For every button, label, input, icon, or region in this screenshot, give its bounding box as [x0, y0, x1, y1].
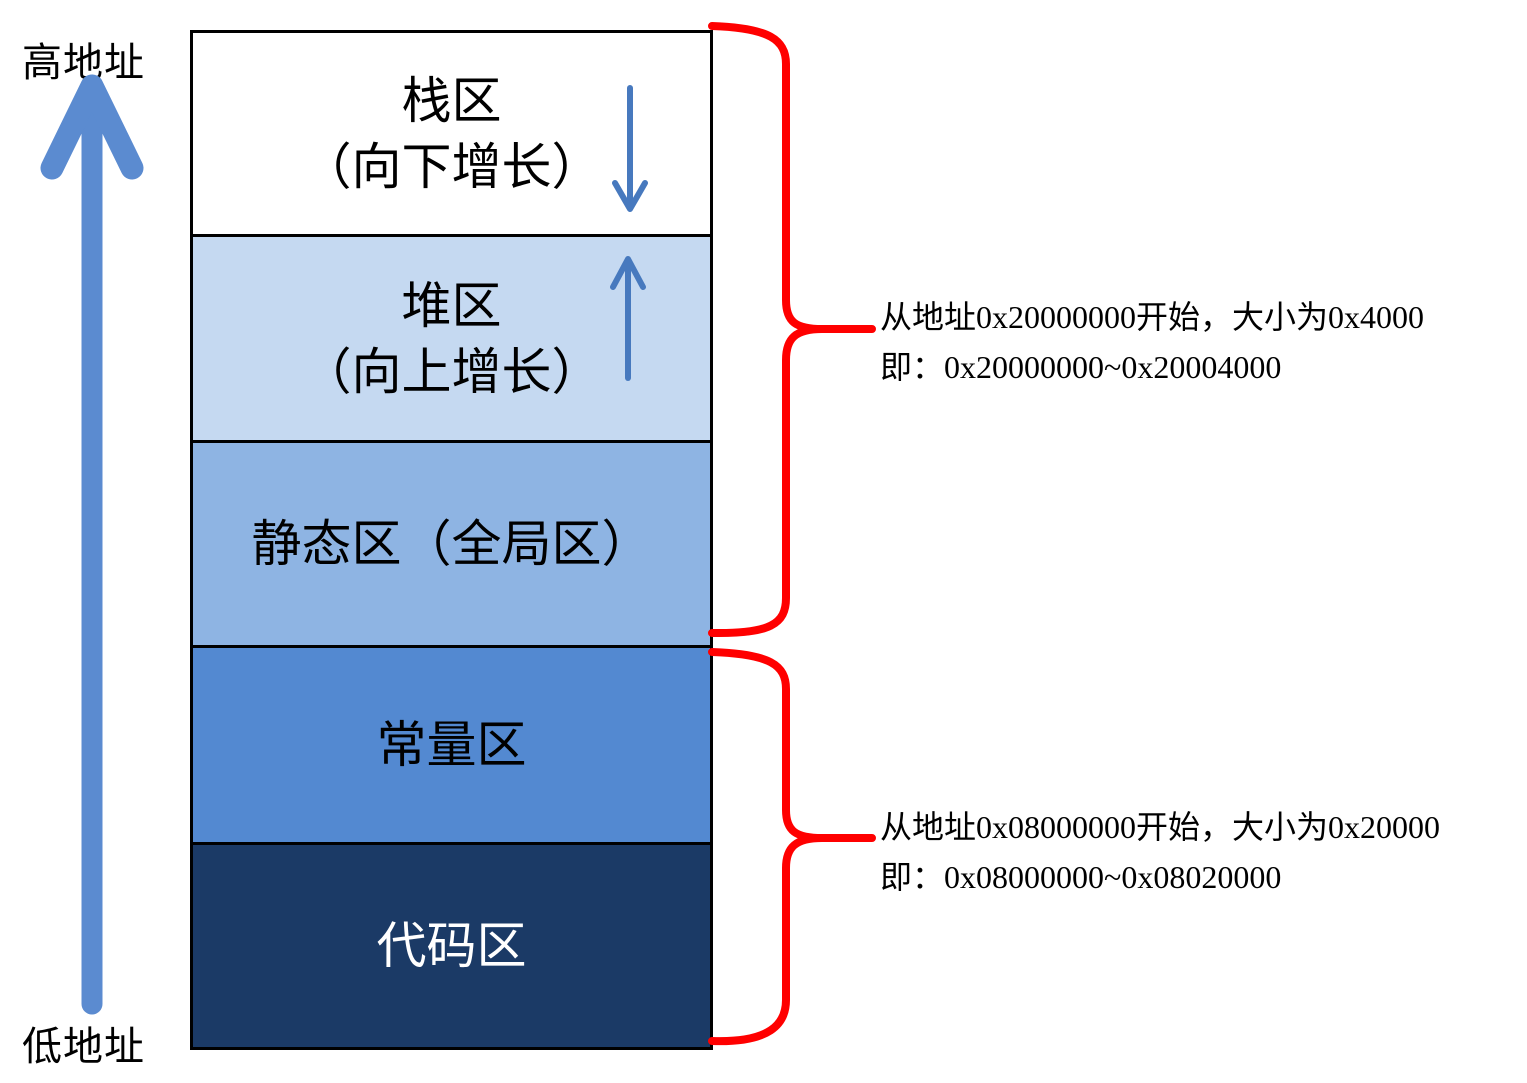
- memory-column: 栈区 （向下增长） 堆区 （向上增长） 静态区（全局区） 常量区 代码区: [190, 30, 713, 1050]
- region-stack: 栈区 （向下增长）: [190, 30, 713, 237]
- ram-range-brace: [708, 22, 876, 638]
- flash-range-brace: [708, 648, 876, 1046]
- region-static-label: 静态区（全局区）: [251, 516, 652, 572]
- low-address-label: 低地址: [22, 1024, 145, 1069]
- flash-range-line1: 从地址0x08000000开始，大小为0x20000: [880, 809, 1441, 845]
- region-code: 代码区: [190, 842, 713, 1050]
- ram-range-annotation: 从地址0x20000000开始，大小为0x4000 即：0x20000000~0…: [880, 293, 1500, 393]
- flash-range-annotation: 从地址0x08000000开始，大小为0x20000 即：0x08000000~…: [880, 803, 1500, 903]
- region-stack-label: 栈区: [401, 72, 502, 129]
- flash-range-line2: 即：0x08000000~0x08020000: [880, 858, 1282, 895]
- region-code-label: 代码区: [376, 918, 527, 974]
- high-address-label: 高地址: [22, 40, 145, 85]
- region-heap-sublabel: （向上增长）: [301, 343, 602, 400]
- ram-range-line2: 即：0x20000000~0x20004000: [880, 348, 1282, 385]
- region-stack-sublabel: （向下增长）: [301, 138, 602, 195]
- region-heap: 堆区 （向上增长）: [190, 234, 713, 443]
- address-direction-arrow-icon: [40, 74, 144, 1015]
- region-heap-label: 堆区: [401, 277, 502, 334]
- region-constant-label: 常量区: [376, 717, 527, 773]
- region-constant: 常量区: [190, 645, 713, 845]
- ram-range-line1: 从地址0x20000000开始，大小为0x4000: [880, 299, 1425, 335]
- region-static: 静态区（全局区）: [190, 440, 713, 648]
